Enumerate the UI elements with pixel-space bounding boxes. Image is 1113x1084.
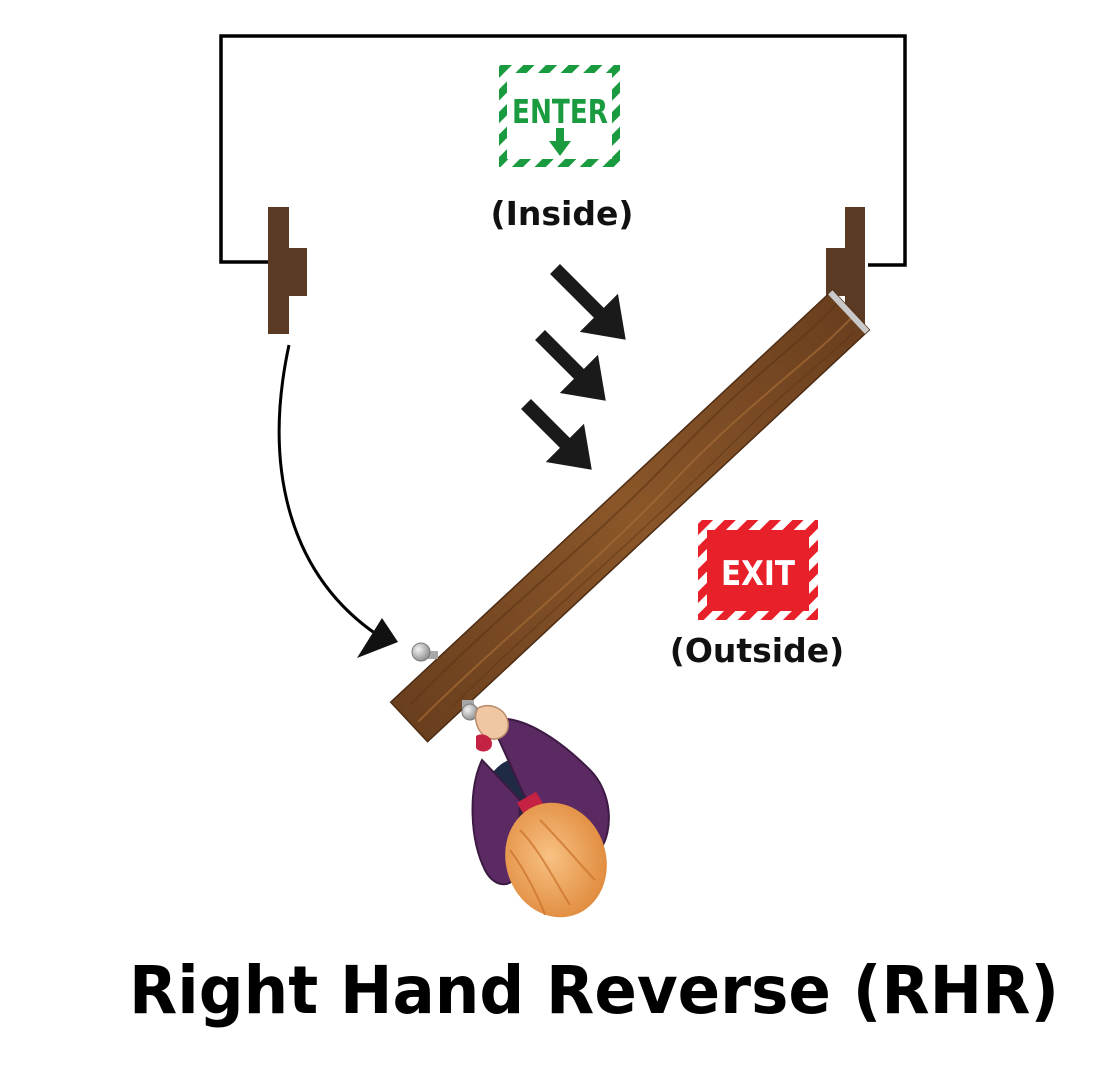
direction-arrows xyxy=(521,264,626,470)
outside-caption: (Outside) xyxy=(670,631,844,670)
enter-sign: ENTER xyxy=(499,65,620,167)
swing-arc-arrow-icon xyxy=(357,618,398,658)
door-leaf xyxy=(389,289,871,743)
exit-sign: EXIT xyxy=(698,520,818,620)
direction-arrow-icon xyxy=(550,264,626,340)
left-door-jamb xyxy=(268,207,307,334)
exit-sign-text: EXIT xyxy=(721,554,796,594)
swing-arc xyxy=(277,344,386,642)
person-figure-icon xyxy=(471,704,610,918)
enter-arrow-icon xyxy=(549,128,571,156)
door-knob-icon xyxy=(411,642,438,662)
direction-arrow-icon xyxy=(521,399,592,470)
diagram-title: Right Hand Reverse (RHR) xyxy=(129,952,1059,1029)
inside-caption: (Inside) xyxy=(491,194,634,233)
wall-outline xyxy=(219,34,907,267)
right-door-jamb xyxy=(826,207,865,334)
enter-sign-text: ENTER xyxy=(512,92,608,131)
direction-arrow-icon xyxy=(535,330,606,401)
